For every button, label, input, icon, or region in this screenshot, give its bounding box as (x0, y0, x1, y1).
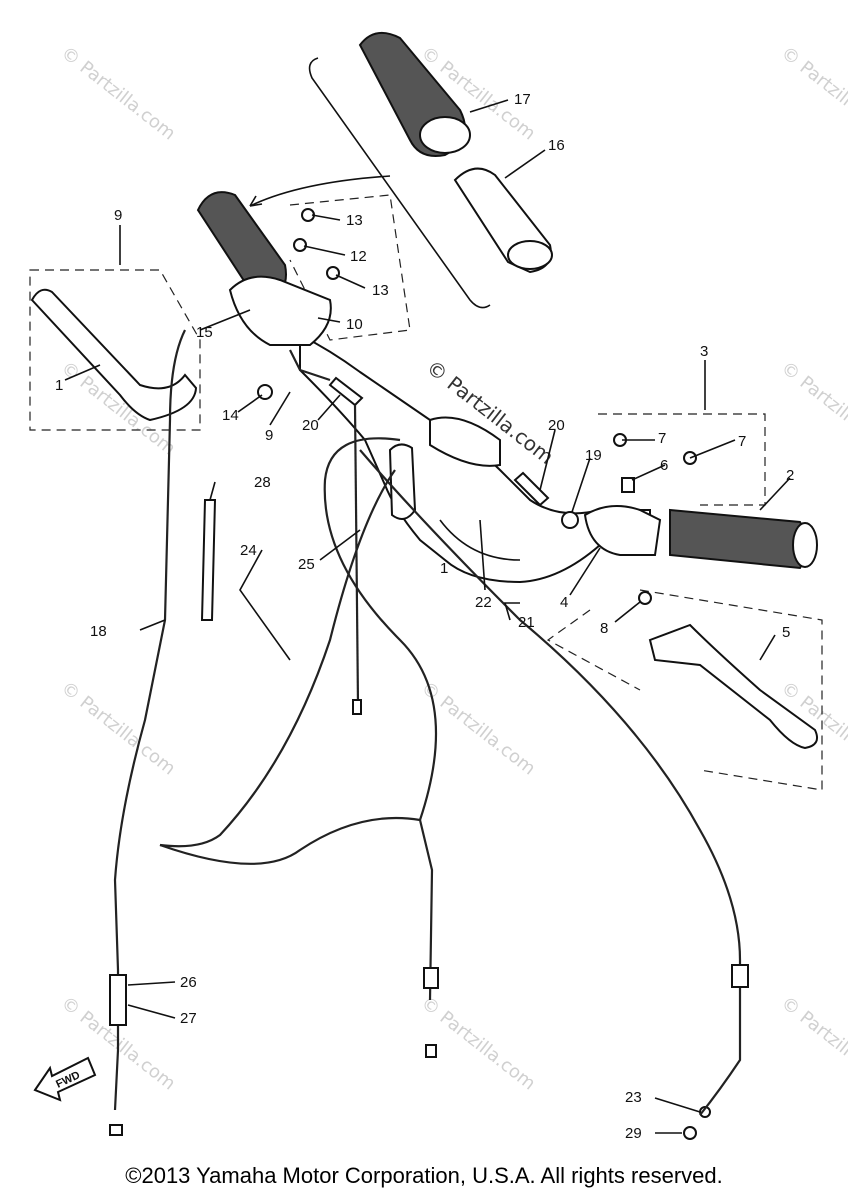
watermark: © Partzilla.com (777, 357, 848, 459)
callout-13: 13 (346, 212, 363, 229)
watermark: © Partzilla.com (57, 42, 179, 144)
callout-23: 23 (625, 1089, 642, 1106)
callout-28: 28 (254, 474, 271, 491)
callout-9: 9 (114, 207, 122, 224)
clutch-cable (113, 329, 186, 971)
callout-21: 21 (518, 614, 535, 631)
watermark: © Partzilla.com (777, 42, 848, 144)
callout-7: 7 (738, 433, 746, 450)
throttle-cable-a (159, 469, 396, 848)
callout-1: 1 (440, 560, 448, 577)
callout-6: 6 (660, 457, 668, 474)
cable-end-430-tip (425, 1044, 437, 1058)
throttle-cable-b (323, 437, 438, 821)
callout-12: 12 (350, 248, 367, 265)
callout-17: 17 (514, 91, 531, 108)
copyright-notice: ©2013 Yamaha Motor Corporation, U.S.A. A… (125, 1163, 723, 1188)
callout-20: 20 (302, 417, 319, 434)
callout-10: 10 (346, 316, 363, 333)
left-lever-holder (228, 275, 332, 346)
callout-16: 16 (548, 137, 565, 154)
watermark-layer: © Partzilla.com © Partzilla.com © Partzi… (57, 42, 848, 1094)
watermark: © Partzilla.com (417, 992, 539, 1094)
watermark: © Partzilla.com (777, 992, 848, 1094)
washer-19 (561, 511, 579, 529)
brake-lever (648, 623, 818, 750)
throttle-to-carb (159, 816, 434, 1001)
leader-lines (64, 99, 791, 1134)
throttle-tube-end (507, 240, 553, 270)
callout-8: 8 (600, 620, 608, 637)
cable-band (200, 499, 217, 621)
clutch-lever (30, 288, 198, 422)
callout-22: 22 (475, 594, 492, 611)
part-29 (683, 1126, 697, 1140)
callout-labels: 17 16 9 13 12 13 15 10 1 14 9 20 3 20 7 … (55, 91, 794, 1142)
callout-20: 20 (548, 417, 565, 434)
nut-12 (293, 238, 307, 252)
cable-end-430 (423, 967, 439, 989)
adjuster-20-right (513, 471, 550, 507)
callout-15: 15 (196, 324, 213, 341)
cable-to-355 (353, 404, 360, 706)
throttle-pad (429, 416, 501, 467)
callout-18: 18 (90, 623, 107, 640)
callout-29: 29 (625, 1125, 642, 1142)
callout-4: 4 (560, 594, 568, 611)
callout-3: 3 (700, 343, 708, 360)
adjuster-20-left (328, 376, 364, 407)
right-grip-end (792, 522, 818, 568)
fwd-arrow: FWD (33, 1056, 97, 1102)
cable-end-355 (352, 699, 362, 715)
callout-2: 2 (786, 467, 794, 484)
right-grip (669, 508, 809, 570)
callout-7: 7 (658, 430, 666, 447)
right-lever-holder (583, 505, 662, 556)
cable-end-740 (731, 964, 749, 988)
callout-24: 24 (240, 542, 257, 559)
cables (113, 329, 742, 1116)
bolt-8 (638, 591, 652, 605)
callout-9: 9 (265, 427, 273, 444)
cable-end-118 (109, 1124, 123, 1136)
clutch-inner (289, 349, 331, 382)
callout-26: 26 (180, 974, 197, 991)
callout-27: 27 (180, 1010, 197, 1027)
callout-14: 14 (222, 407, 239, 424)
bolt-13-lower (326, 266, 340, 280)
grip-end-ring (419, 116, 471, 154)
callout-25: 25 (298, 556, 315, 573)
collar-6 (621, 477, 635, 493)
watermark: © Partzilla.com (57, 677, 179, 779)
callout-13: 13 (372, 282, 389, 299)
brake-cable (359, 449, 742, 1116)
diagram-canvas: © Partzilla.com © Partzilla.com © Partzi… (29, 31, 848, 1142)
callout-19: 19 (585, 447, 602, 464)
callout-5: 5 (782, 624, 790, 641)
callout-1: 1 (55, 377, 63, 394)
cable-fitting-118 (109, 974, 127, 1026)
grip-inset-bracket (249, 57, 491, 309)
